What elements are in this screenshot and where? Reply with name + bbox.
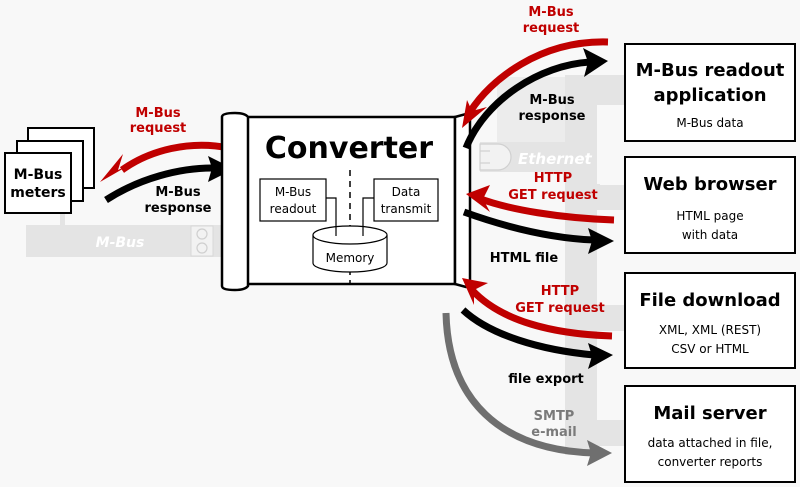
mbus-meters: M-Bus meters (4, 127, 95, 214)
transmit-line1: Data (392, 185, 421, 199)
flow1-response-1: M-Bus (529, 93, 574, 108)
readout-line2: readout (270, 202, 317, 216)
arrowhead-black (583, 48, 608, 77)
target-file-download: File download XML, XML (REST) CSV or HTM… (624, 272, 796, 369)
target-title: application (653, 85, 766, 106)
target-title: File download (639, 290, 780, 311)
target-desc: data attached in file, (648, 436, 773, 450)
mbus-connector-icon (190, 225, 214, 257)
left-request-label-2: request (130, 121, 187, 136)
target-desc: converter reports (658, 455, 763, 469)
meters-title-line1: M-Bus (14, 167, 63, 183)
flow3-response: file export (508, 372, 584, 387)
readout-box (259, 178, 327, 222)
left-response-label-1: M-Bus (155, 185, 200, 200)
left-response-label-2: response (144, 201, 211, 216)
target-mbus-app: M-Bus readout application M-Bus data (624, 43, 796, 142)
transmit-line2: transmit (381, 202, 432, 216)
flow-mbus-app: M-Bus request M-Bus response (462, 5, 609, 150)
converter: Converter M-Bus readout Data transmit Me… (220, 111, 472, 292)
meters-title-line2: meters (10, 185, 66, 201)
arrowhead-red (462, 278, 488, 305)
mbus-bus-label: M-Bus (96, 235, 145, 251)
arrowhead-red (462, 100, 487, 128)
flow4-label-1: SMTP (534, 409, 575, 424)
readout-line1: M-Bus (275, 185, 311, 199)
target-web-browser: Web browser HTML page with data (624, 156, 796, 254)
flow2-request-2: GET request (508, 188, 598, 203)
target-title: Web browser (643, 174, 776, 195)
arrowhead-gray (587, 440, 612, 466)
flow1-request-1: M-Bus (528, 5, 573, 20)
converter-left-edge (220, 111, 250, 292)
flow2-request-1: HTTP (534, 171, 572, 186)
target-mail-server: Mail server data attached in file, conve… (624, 385, 796, 483)
flow1-response-2: response (518, 109, 585, 124)
left-request-label-1: M-Bus (135, 106, 180, 121)
target-desc: HTML page (676, 209, 743, 223)
arrowhead-black (588, 228, 614, 254)
flow-web-browser: HTTP GET request HTML file (462, 171, 615, 266)
target-title: M-Bus readout (636, 60, 785, 81)
target-title: Mail server (653, 403, 766, 424)
transmit-box (373, 178, 439, 222)
flow-smtp: SMTP e-mail (442, 312, 612, 466)
flow3-request-2: GET request (515, 301, 605, 316)
memory-label: Memory (326, 251, 375, 265)
arrowhead-red-left (100, 154, 133, 182)
target-desc: with data (682, 228, 738, 242)
ethernet-bus-label: Ethernet (518, 150, 593, 168)
flow1-request-2: request (523, 21, 580, 36)
flow3-request-1: HTTP (541, 284, 579, 299)
ethernet-connector-icon (479, 143, 512, 171)
arrowhead-black (588, 343, 613, 369)
mbus-response-arrow-left (104, 164, 213, 203)
flow4-label-2: e-mail (531, 425, 576, 440)
target-desc: CSV or HTML (671, 342, 749, 356)
flow2-response: HTML file (490, 251, 559, 266)
mbus-request-arrow-left (119, 141, 230, 173)
ethernet-band: Ethernet (479, 75, 625, 455)
converter-title: Converter (265, 131, 433, 166)
memory-cylinder: Memory (312, 225, 388, 273)
flow-file-download: HTTP GET request file export (460, 278, 613, 387)
target-desc: M-Bus data (676, 116, 743, 130)
arrowhead-red (466, 185, 490, 212)
target-desc: XML, XML (REST) (659, 323, 761, 337)
